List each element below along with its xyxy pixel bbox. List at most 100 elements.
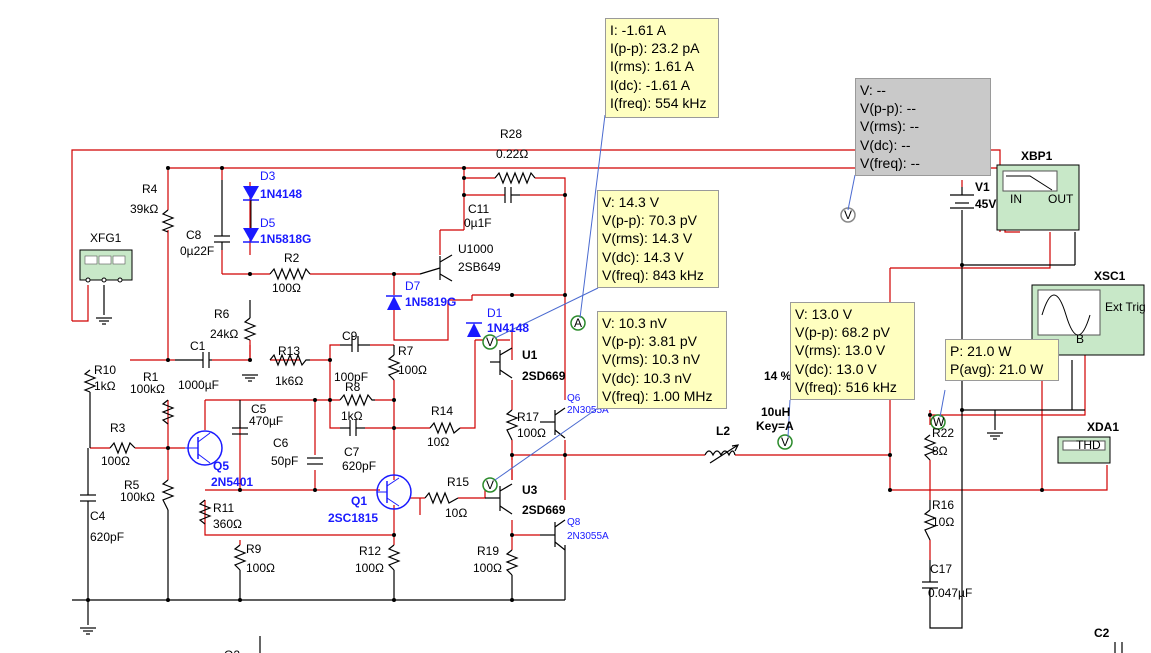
Q1-label: Q1: [351, 494, 367, 508]
probe-value: V(freq): --: [860, 154, 920, 171]
voltage-probe-readout-2[interactable]: V: 10.3 nV V(p-p): 3.81 pV V(rms): 10.3 …: [597, 311, 727, 409]
probe-value: V(p-p): 3.81 pV: [602, 333, 697, 350]
R11-label: R11: [213, 501, 234, 515]
ammeter-probe-icon: [570, 315, 586, 331]
C4-value: 620pF: [90, 530, 124, 544]
R15-zigzag: [424, 491, 459, 505]
C9-label: C9: [342, 329, 358, 343]
voltmeter-probe-3-label: V: [781, 435, 789, 449]
D3-label: D3: [260, 169, 276, 183]
wattmeter-probe-label: W: [933, 415, 945, 429]
probe-value: V(p-p): --: [860, 100, 916, 117]
Q5-label: Q5: [213, 459, 229, 473]
XSC1-b-label: B: [1076, 332, 1084, 346]
XDA1-label: XDA1: [1087, 420, 1119, 434]
voltmeter-probe-2-label: V: [486, 478, 494, 492]
R17-zigzag: [505, 409, 519, 441]
C7-label: C7: [344, 445, 360, 459]
R7-zigzag: [387, 354, 401, 381]
voltmeter-probe-2-icon: [482, 477, 498, 493]
R22-zigzag: [923, 434, 937, 461]
XSC1-ext-trig-label: Ext Trig: [1105, 300, 1146, 314]
R28-value: 0.22Ω: [496, 147, 528, 161]
R5-zigzag: [161, 479, 175, 511]
R7-value: 100Ω: [398, 363, 427, 377]
R19-label: R19: [477, 544, 499, 558]
probe-value: I(rms): 1.61 A: [610, 58, 695, 75]
D7-symbol: [387, 296, 401, 310]
probe-value: V: 13.0 V: [795, 306, 853, 322]
probe-leader-lines: [494, 114, 946, 481]
probe-value: V(dc): 13.0 V: [795, 360, 877, 377]
XDA1-instrument[interactable]: THD: [1057, 436, 1111, 464]
R12-label: R12: [359, 544, 381, 558]
C1-value: 1000µF: [178, 378, 219, 392]
XBP1-instrument[interactable]: IN OUT: [996, 164, 1080, 231]
R4-value: 39kΩ: [130, 202, 158, 216]
R13-zigzag: [269, 353, 310, 367]
R15-label: R15: [447, 475, 469, 489]
probe-value: V(dc): 10.3 nV: [602, 369, 692, 386]
R12-zigzag: [387, 544, 401, 571]
Q1-value: 2SC1815: [328, 511, 378, 525]
C5-label: C5: [251, 402, 267, 416]
D7-label: D7: [405, 279, 421, 293]
probe-value: V(rms): 13.0 V: [795, 342, 886, 359]
probe-value: I(p-p): 23.2 pA: [610, 40, 700, 57]
probe-value: V(freq): 1.00 MHz: [602, 387, 713, 404]
C6-label: C6: [273, 436, 289, 450]
R3-value: 100Ω: [101, 454, 130, 468]
U1-label: U1: [522, 348, 538, 362]
R13-value: 1k6Ω: [275, 374, 303, 388]
XBP1-out-label: OUT: [1048, 192, 1074, 206]
R8-label: R8: [345, 380, 361, 394]
C2-label: C2: [1094, 626, 1110, 640]
R17-value: 100Ω: [517, 426, 546, 440]
probe-value: V(p-p): 70.3 pV: [602, 212, 697, 229]
R5-label: R5: [124, 478, 140, 492]
U1000-label: U1000: [458, 242, 494, 256]
ground-wires: [72, 210, 1123, 653]
voltage-probe-readout-1[interactable]: V: 14.3 V V(p-p): 70.3 pV V(rms): 14.3 V…: [597, 190, 719, 288]
C4-label: C4: [90, 509, 106, 523]
R4-zigzag: [161, 209, 175, 233]
V1-label: V1: [975, 180, 990, 194]
R19-value: 100Ω: [473, 561, 502, 575]
probe-value: V(rms): 14.3 V: [602, 230, 693, 247]
voltage-probe-readout-empty[interactable]: V: -- V(p-p): -- V(rms): -- V(dc): -- V(…: [855, 78, 991, 176]
R16-zigzag: [923, 509, 937, 541]
D5-label: D5: [260, 216, 276, 230]
R12-value: 100Ω: [355, 561, 384, 575]
probe-value: V(rms): --: [860, 118, 920, 135]
power-probe-readout[interactable]: P: 21.0 W P(avg): 21.0 W: [945, 339, 1059, 381]
C8-value: 0µ22F: [180, 244, 214, 258]
R9-zigzag: [233, 544, 247, 571]
D1-value: 1N4148: [487, 321, 529, 335]
probe-value: I(dc): -1.61 A: [610, 76, 691, 93]
R1-label: R1: [143, 370, 159, 384]
probe-value: V(freq): 516 kHz: [795, 378, 897, 395]
R16-label: R16: [932, 498, 954, 512]
junction-dots: [86, 166, 1044, 602]
V1-value: 45V: [975, 197, 996, 211]
voltage-probe-readout-3[interactable]: V: 13.0 V V(p-p): 68.2 pV V(rms): 13.0 V…: [790, 302, 915, 400]
voltmeter-probe-icon: [482, 334, 498, 350]
C17-label: C17: [930, 562, 952, 576]
probe-value: P: 21.0 W: [950, 343, 1012, 359]
R10-label: R10: [94, 363, 116, 377]
D1-label: D1: [487, 306, 503, 320]
R2-label: R2: [284, 251, 300, 265]
C6-value: 50pF: [271, 454, 298, 468]
R3-zigzag: [109, 441, 136, 455]
R2-value: 100Ω: [272, 281, 301, 295]
R9-value: 100Ω: [246, 561, 275, 575]
R11-zigzag: [198, 499, 212, 525]
probe-value: V(rms): 10.3 nV: [602, 351, 701, 368]
Q6-value: 2N3055A: [567, 405, 609, 416]
XFG1-instrument[interactable]: [79, 249, 133, 283]
C9-value: 100pF: [334, 370, 368, 384]
ammeter-probe-label: A: [574, 316, 582, 330]
current-probe-readout[interactable]: I: -1.61 A I(p-p): 23.2 pA I(rms): 1.61 …: [605, 18, 719, 118]
L2-value: 10uH: [761, 405, 790, 419]
R10-value: 1kΩ: [94, 379, 116, 393]
